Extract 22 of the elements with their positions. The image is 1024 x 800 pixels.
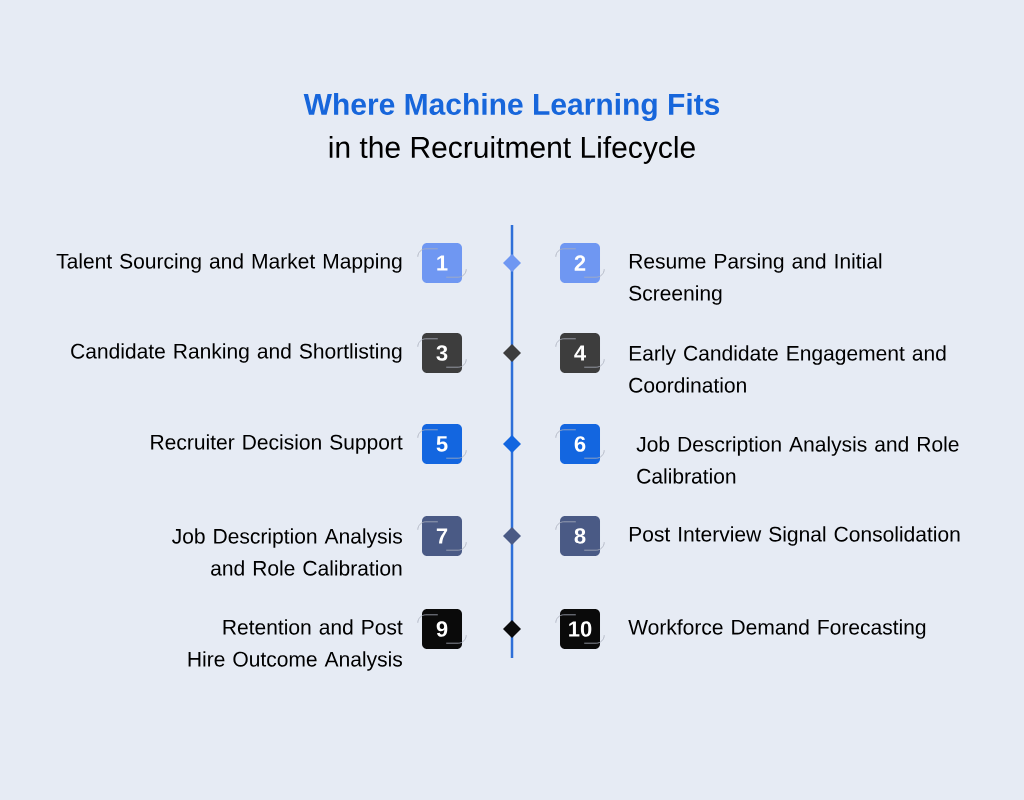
item-label: Early Candidate Engagement and Coordination — [629, 345, 946, 393]
item-label: Workforce Demand Forecasting — [628, 619, 926, 639]
item-label: Talent Sourcing and Market Mapping — [56, 253, 402, 273]
number-badge: 3 — [417, 333, 467, 373]
item-label: Candidate Ranking and Shortlisting — [71, 343, 402, 363]
item-label: Recruiter Decision Support — [151, 434, 403, 454]
number-badge: 6 — [555, 424, 605, 464]
number-badge: 1 — [417, 243, 467, 283]
item-label: Retention and Post Hire Outcome Analysis — [188, 619, 403, 671]
item-label: Post Interview Signal Consolidation — [629, 526, 960, 546]
number-badge: 2 — [555, 243, 605, 283]
number-badge: 10 — [555, 609, 605, 649]
item-label: Job Description Analysis and Role Calibration — [636, 436, 959, 484]
number-badge: 7 — [417, 516, 467, 556]
number-badge: 8 — [555, 516, 605, 556]
number-badge: 4 — [555, 333, 605, 373]
item-label: Resume Parsing and Initial Screening — [629, 253, 882, 305]
number-badge: 9 — [417, 609, 467, 649]
number-badge: 5 — [417, 424, 467, 464]
item-label: Job Description Analysis and Role Calibration — [172, 528, 402, 576]
subtitle: in the Recruitment Lifecycle — [329, 136, 695, 164]
title: Where Machine Learning Fits — [303, 92, 720, 122]
